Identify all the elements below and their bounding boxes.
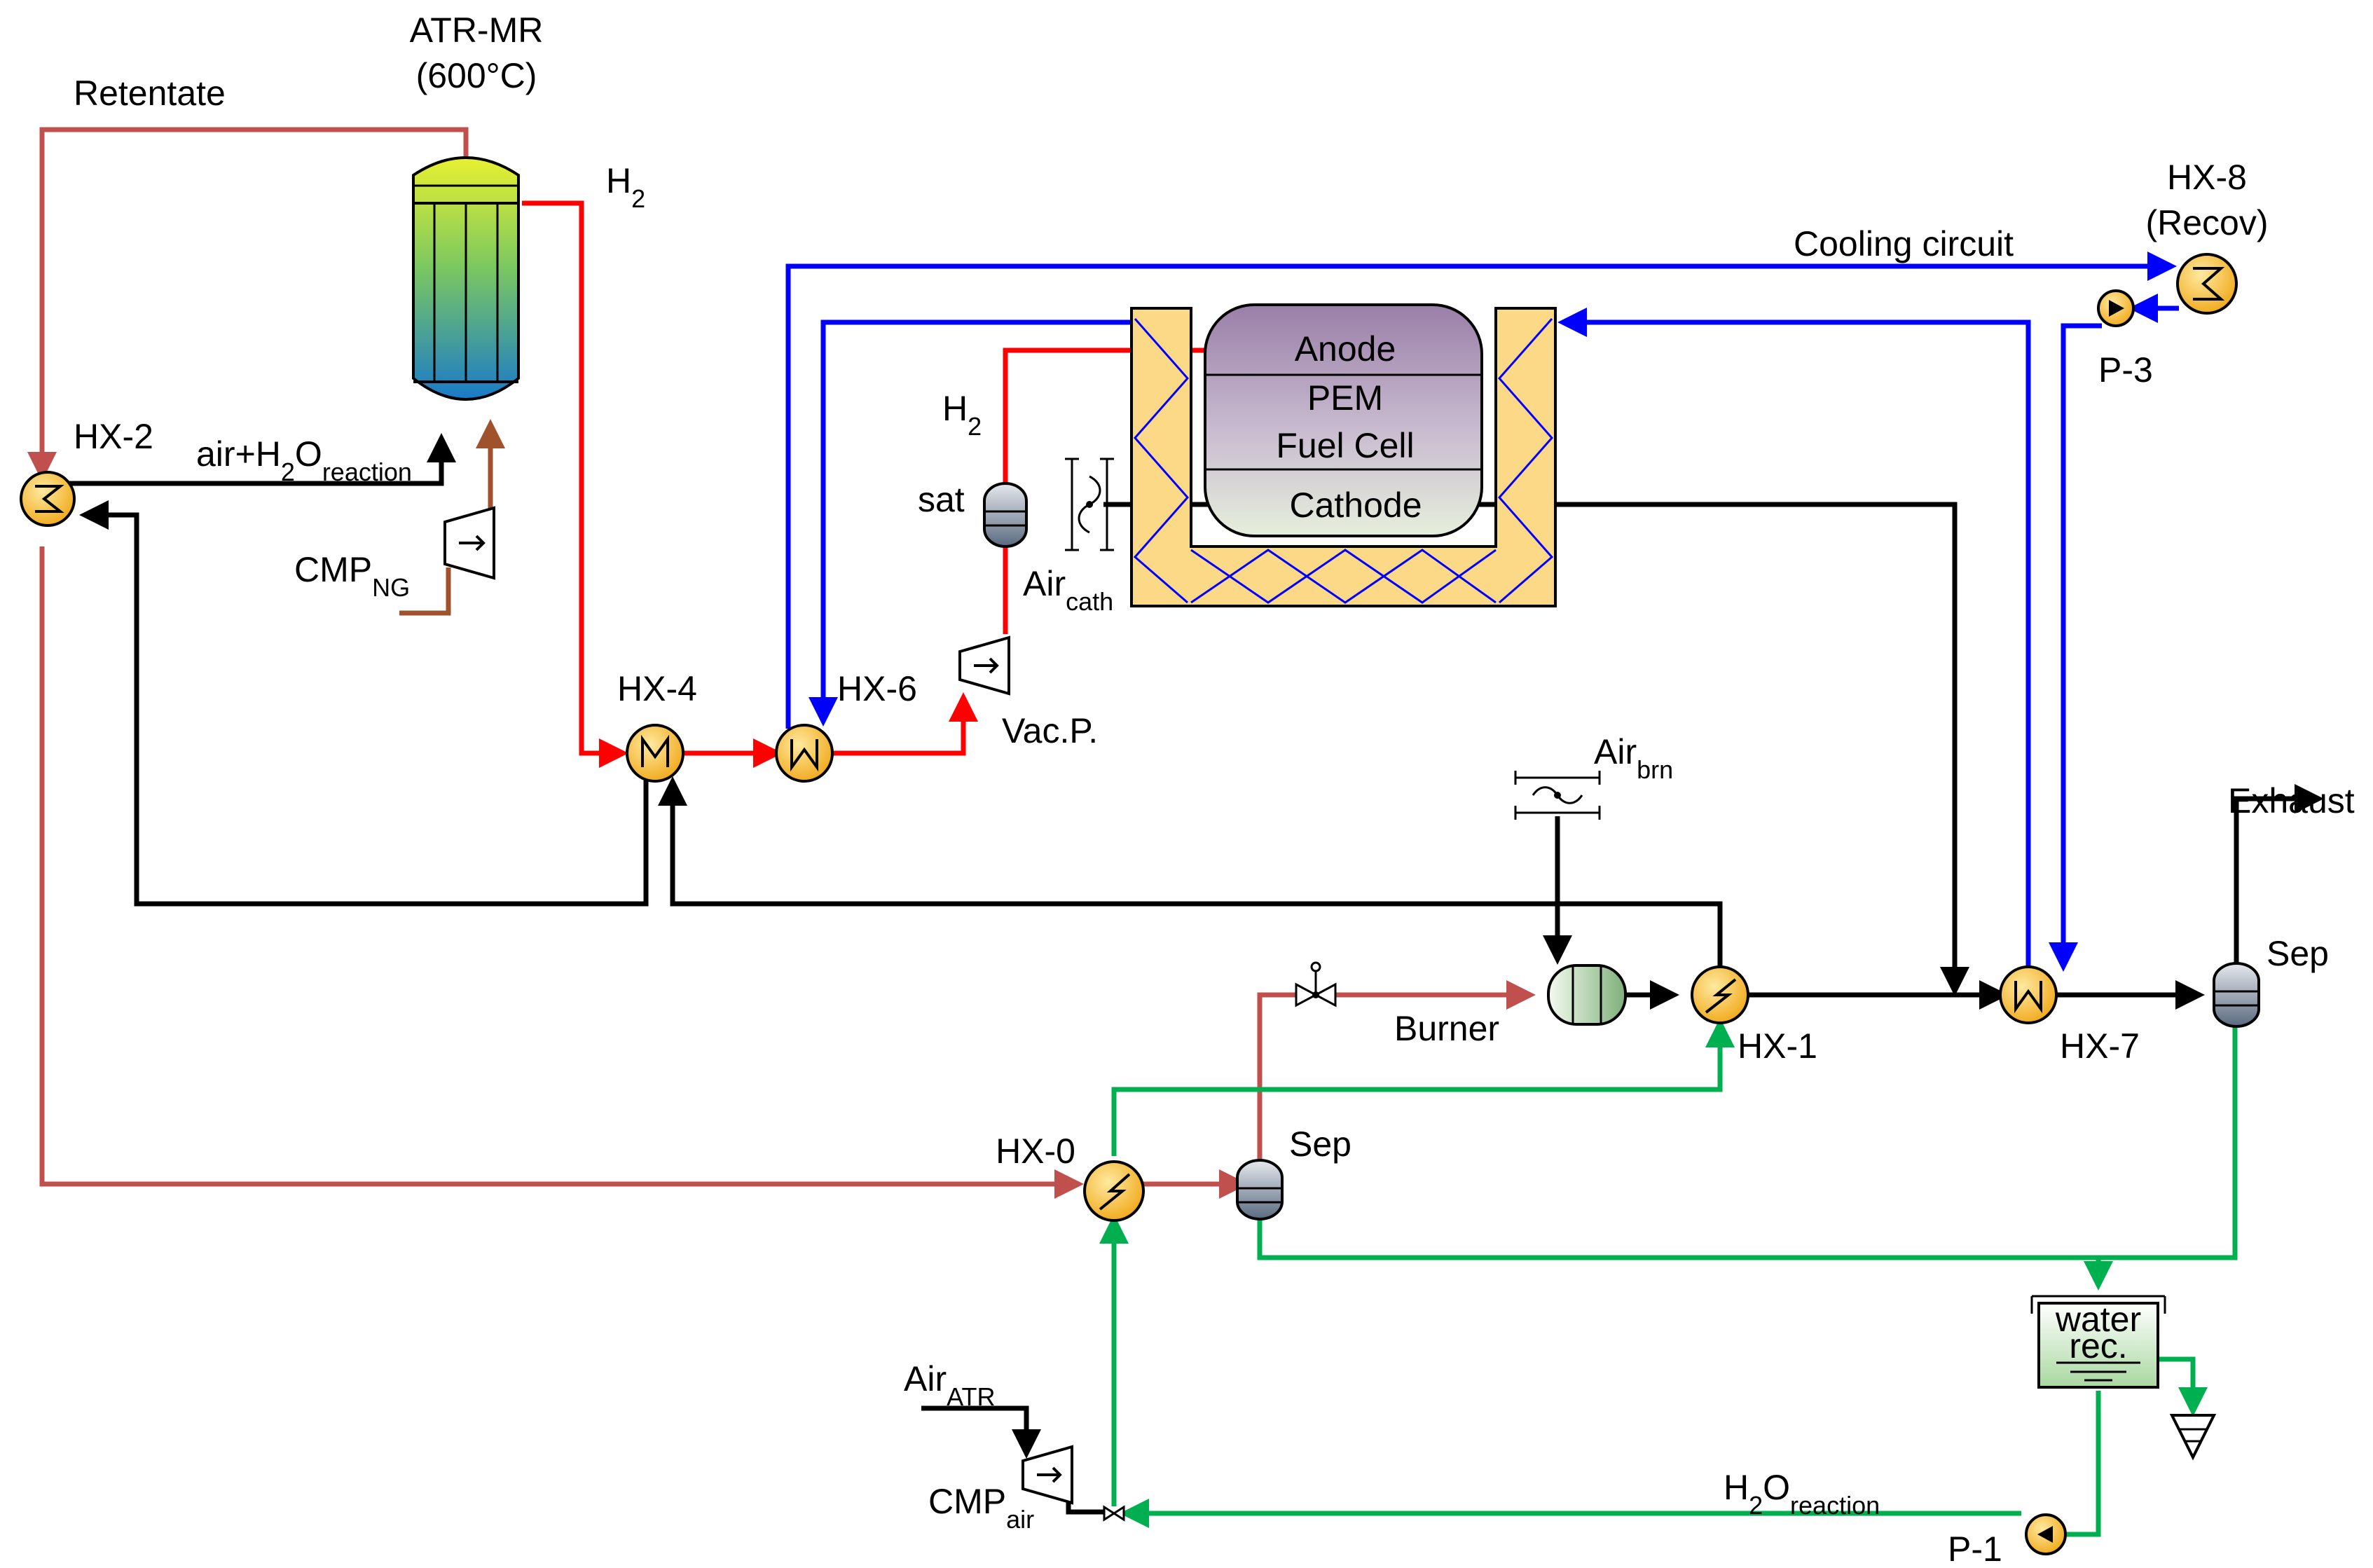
air-cathode-fan	[1065, 458, 1114, 551]
cmp-ng-label: CMPNG	[294, 550, 410, 602]
retentate-to-hx0-stream	[39, 546, 1084, 1199]
hydrogen-permeate-stream	[522, 200, 628, 768]
burner-label: Burner	[1394, 1009, 1499, 1048]
water-sep-mid-to-waterrec-stream	[1257, 1019, 2238, 1260]
hx1-to-hx4-stream	[658, 776, 1723, 974]
atr-temp-label: (600°C)	[416, 56, 537, 95]
fuel-cell-core	[1204, 303, 1483, 537]
hx8-label: HX-8	[2167, 158, 2247, 197]
air-h2o-reaction-label: air+H2Oreaction	[196, 434, 412, 486]
air-atr-label: AirATR	[904, 1359, 995, 1411]
water-hx0-to-hx1-stream	[1111, 1018, 1735, 1156]
water-recovery-tank	[2030, 1295, 2166, 1389]
sep-mid-label: Sep	[1289, 1125, 1351, 1164]
hx8-recovery-heat-exchanger	[2176, 253, 2238, 315]
air-burner-label: Airbrn	[1594, 732, 1673, 784]
mixer-node	[1103, 1505, 1125, 1522]
pem-fuel-cell-stack	[1130, 303, 1557, 607]
p1-label: P-1	[1948, 1529, 2002, 1568]
air-atr-stream	[921, 1405, 1041, 1459]
water-rec-label-line1: water	[2055, 1300, 2141, 1339]
water-drain	[2169, 1414, 2217, 1461]
sep-to-burner-stream	[1257, 992, 1296, 1163]
pem-label: PEM	[1307, 378, 1383, 418]
hx6-label: HX-6	[837, 669, 917, 708]
atr-mr-label: ATR-MR	[410, 11, 544, 50]
hx1-heat-exchanger	[1691, 965, 1749, 1024]
separator-right	[2213, 962, 2260, 1028]
p3-pump	[2097, 289, 2135, 327]
cmp-air-outlet-stream	[1066, 1496, 1103, 1515]
fuel-cell-label: Fuel Cell	[1276, 426, 1414, 465]
hx7-label: HX-7	[2060, 1026, 2140, 1066]
cooling-circuit-top-stream	[785, 252, 2177, 729]
burner-vessel	[1547, 964, 1627, 1026]
sep-right-label: Sep	[2267, 934, 2329, 973]
water-rec-label-line2: rec.	[2069, 1326, 2127, 1366]
cooling-circuit-label: Cooling circuit	[1794, 224, 2014, 263]
exhaust-label: Exhaust	[2228, 781, 2355, 820]
air-h2o-to-reactor-stream	[67, 433, 456, 486]
vacuum-pump	[958, 635, 1010, 696]
anode-label: Anode	[1295, 329, 1396, 369]
hx2-heat-exchanger	[20, 471, 76, 527]
cmp-air-compressor	[1022, 1445, 1073, 1505]
h2-feed-label: H2	[942, 389, 982, 441]
waterrec-to-drain-stream	[2147, 1356, 2208, 1417]
hx0-label: HX-0	[996, 1132, 1075, 1171]
natural-gas-stream	[399, 568, 451, 616]
hx4-heat-exchanger	[626, 724, 685, 783]
hx6-to-vacpump-stream	[830, 692, 978, 756]
hx8-recov-label: (Recov)	[2145, 203, 2268, 242]
burner-valve	[1295, 961, 1337, 1007]
cooling-return-stream	[1557, 308, 2031, 970]
atr-mr-reactor	[412, 156, 520, 401]
cmp-air-label: CMPair	[928, 1482, 1034, 1534]
air-cathode-label: Aircath	[1023, 564, 1113, 616]
hx7-heat-exchanger	[1999, 965, 2058, 1024]
exhaust-stream	[2234, 784, 2324, 970]
cooling-p3-to-hx7-stream	[2049, 323, 2102, 972]
cathode-label: Cathode	[1289, 486, 1422, 525]
hx6-heat-exchanger	[775, 724, 834, 783]
retentate-label: Retentate	[74, 74, 226, 113]
p3-label: P-3	[2098, 350, 2153, 390]
hx2-label: HX-2	[74, 417, 153, 456]
saturator-vessel	[983, 482, 1028, 548]
sat-label: sat	[918, 480, 965, 519]
vac-pump-label: Vac.P.	[1002, 711, 1098, 750]
cathode-exhaust-stream	[1440, 502, 1969, 996]
air-burner-fan	[1514, 771, 1601, 820]
h2-permeate-label: H2	[606, 161, 645, 213]
hx4-to-hx2-stream	[79, 500, 649, 907]
hx1-label: HX-1	[1738, 1026, 1817, 1066]
cmp-ng-compressor	[443, 506, 495, 580]
h2o-reaction-label: H2Oreaction	[1724, 1468, 1880, 1520]
hx0-heat-exchanger	[1083, 1160, 1145, 1222]
hx4-label: HX-4	[617, 669, 697, 708]
cooling-hx6-supply-stream	[809, 319, 1132, 727]
separator-mid	[1236, 1159, 1284, 1220]
waterrec-to-p1-stream	[2067, 1391, 2101, 1537]
p1-pump	[2025, 1513, 2067, 1555]
retentate-stream	[27, 127, 469, 481]
